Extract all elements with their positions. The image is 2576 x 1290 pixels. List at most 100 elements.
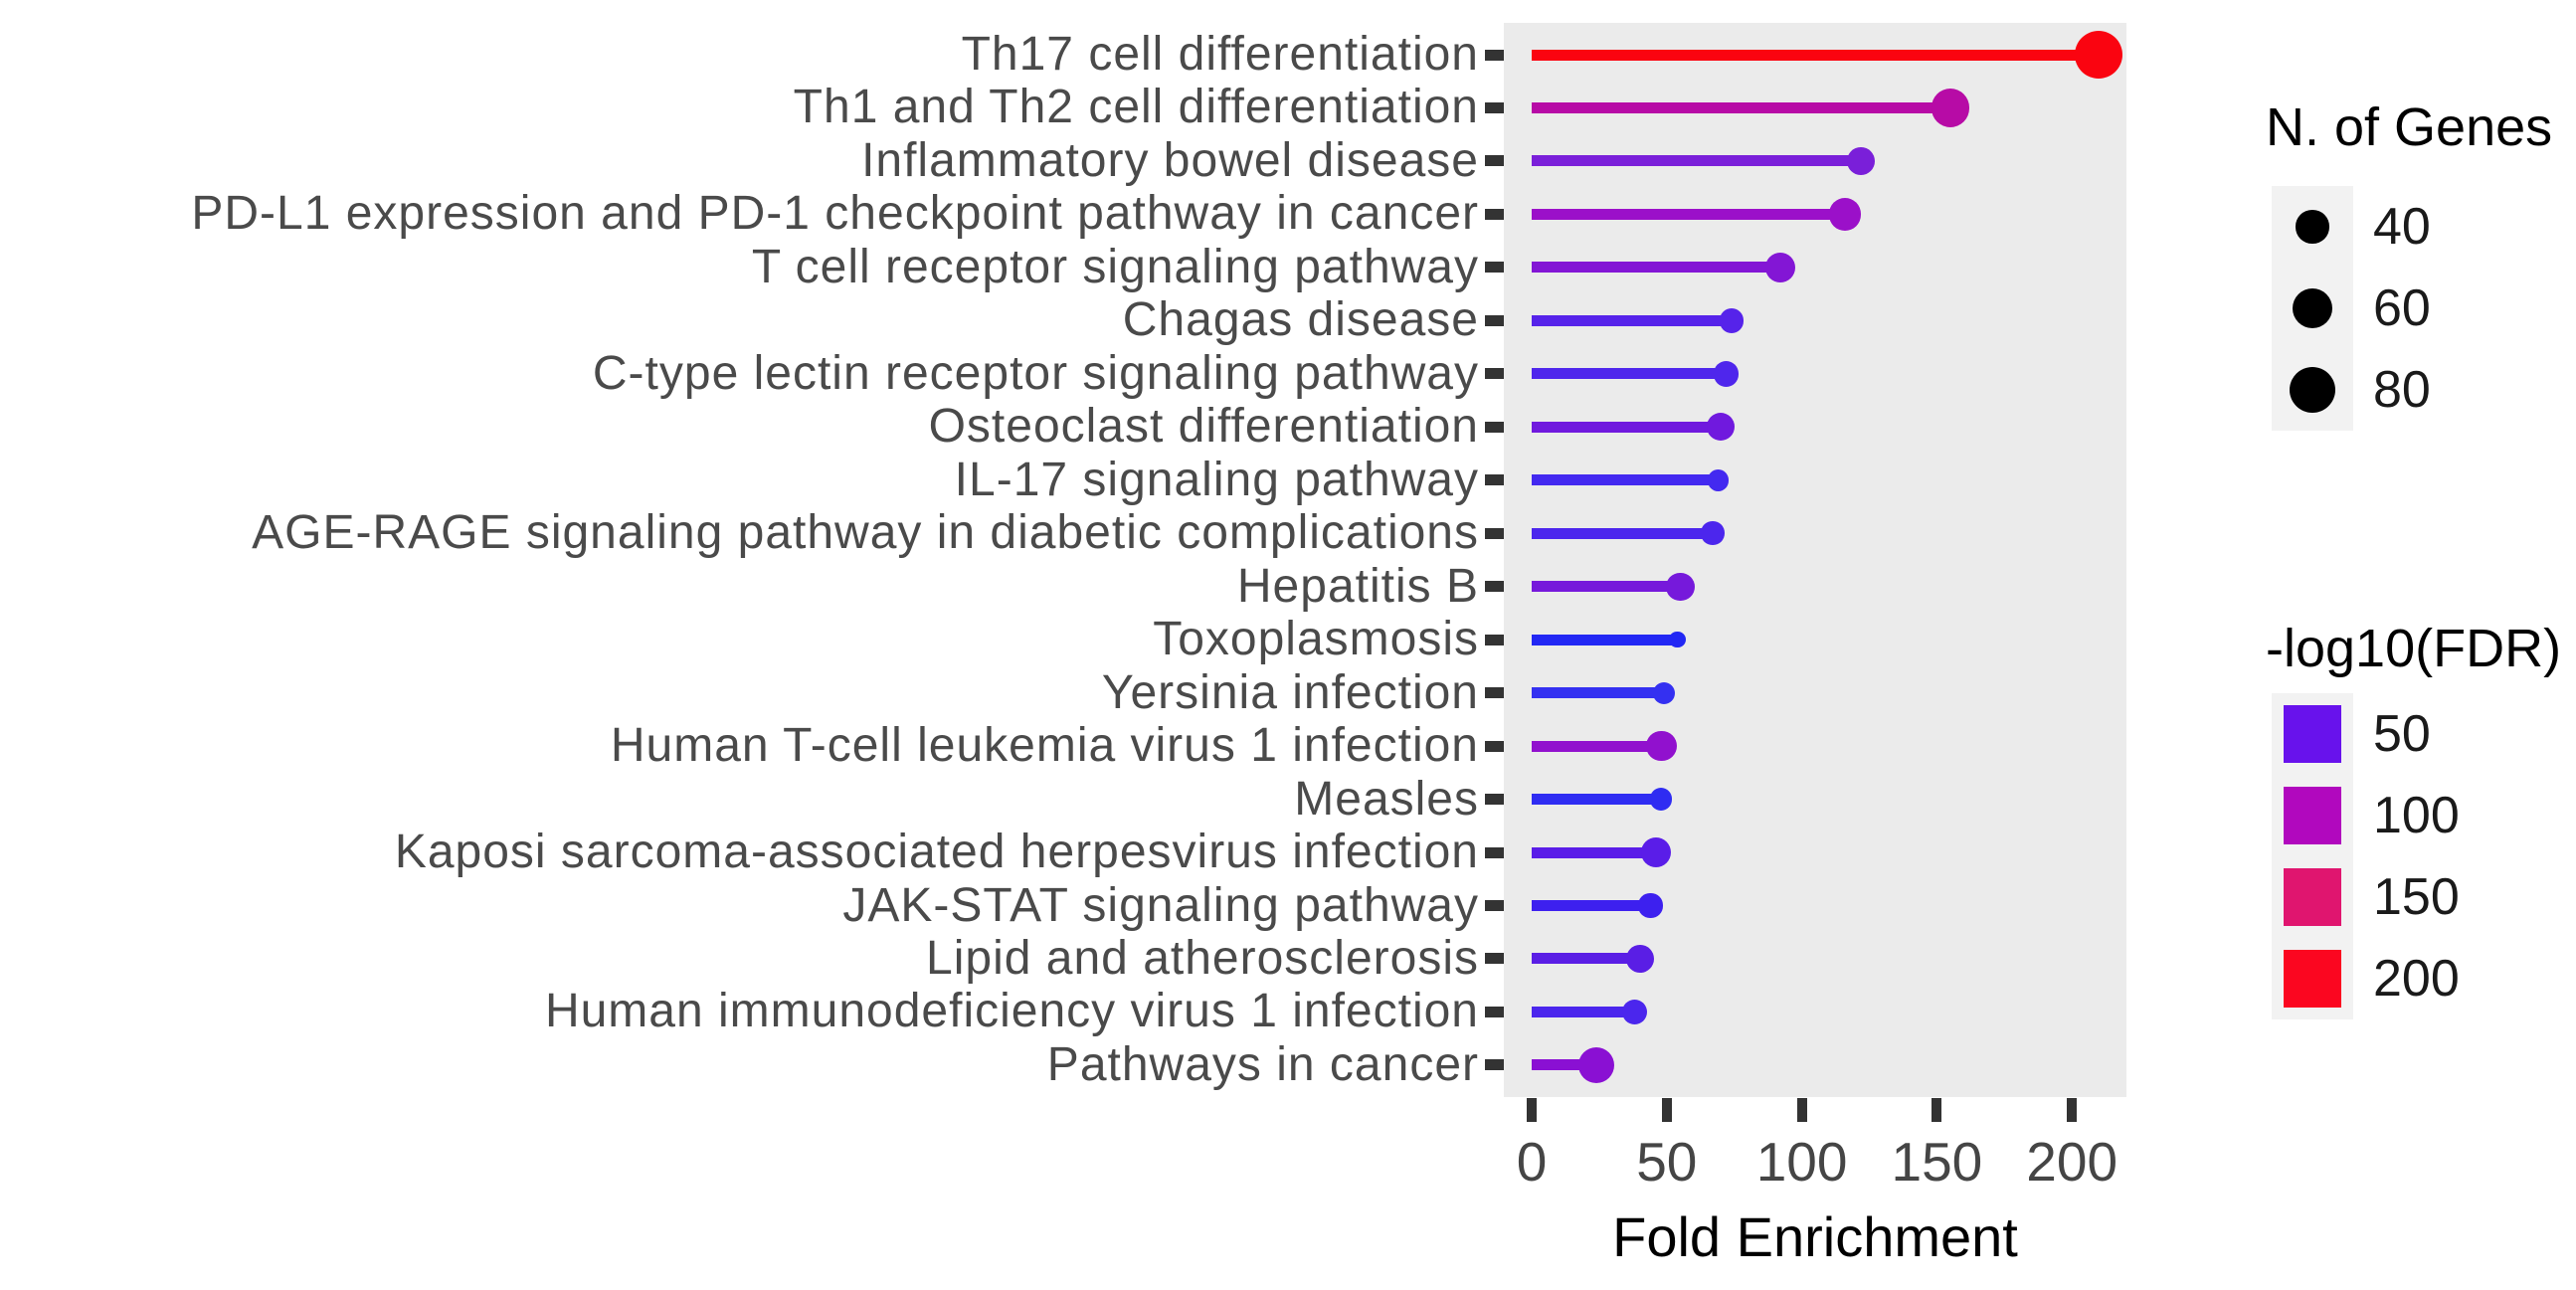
y-tick-mark — [1485, 208, 1504, 220]
y-axis-label: Human T-cell leukemia virus 1 infection — [610, 719, 1479, 773]
y-tick-mark — [1485, 581, 1504, 593]
y-axis-label: Measles — [1294, 772, 1479, 826]
lollipop-dot — [1577, 1046, 1615, 1084]
fdr-legend-label: 100 — [2373, 787, 2460, 844]
y-axis-label: Inflammatory bowel disease — [861, 133, 1479, 187]
y-tick-mark — [1485, 155, 1504, 167]
lollipop-stick — [1532, 1059, 1597, 1071]
x-axis-title: Fold Enrichment — [1612, 1205, 2018, 1268]
y-tick-mark — [1485, 527, 1504, 539]
x-tick-label: 100 — [1755, 1131, 1848, 1193]
lollipop-stick — [1532, 262, 1780, 274]
genes-legend-label: 60 — [2373, 279, 2431, 337]
lollipop-stick — [1532, 368, 1727, 380]
x-tick-label: 150 — [1891, 1131, 1983, 1193]
y-tick-mark — [1485, 900, 1504, 912]
y-tick-mark — [1485, 794, 1504, 806]
y-axis-label: JAK-STAT signaling pathway — [842, 878, 1479, 932]
y-axis-label: Toxoplasmosis — [1153, 613, 1479, 666]
lollipop-dot — [1828, 198, 1862, 231]
lollipop-stick — [1532, 687, 1665, 699]
y-axis-label: Human immunodeficiency virus 1 infection — [544, 985, 1479, 1038]
y-axis-label: Th1 and Th2 cell differentiation — [793, 81, 1479, 134]
lollipop-stick — [1532, 155, 1862, 167]
plot-panel — [1504, 23, 2126, 1097]
fdr-legend-label: 150 — [2373, 868, 2460, 926]
y-tick-mark — [1485, 740, 1504, 752]
genes-legend-label: 40 — [2373, 198, 2431, 256]
fdr-legend-label: 200 — [2373, 950, 2460, 1008]
y-tick-mark — [1485, 368, 1504, 380]
lollipop-dot — [1707, 468, 1730, 491]
y-tick-mark — [1485, 421, 1504, 433]
lollipop-dot — [1713, 360, 1740, 387]
y-axis-label: AGE-RAGE signaling pathway in diabetic c… — [252, 506, 1479, 560]
fdr-legend-title: -log10(FDR) — [2266, 619, 2562, 678]
x-tick-label: 50 — [1636, 1131, 1698, 1193]
y-tick-mark — [1485, 687, 1504, 699]
lollipop-stick — [1532, 953, 1640, 965]
fdr-legend-swatch — [2284, 787, 2341, 844]
y-axis-label: IL-17 signaling pathway — [954, 453, 1479, 506]
x-tick-mark — [1527, 1098, 1537, 1122]
y-axis-label: Kaposi sarcoma-associated herpesvirus in… — [394, 826, 1479, 879]
lollipop-dot — [1764, 252, 1796, 283]
x-tick-label: 0 — [1516, 1131, 1548, 1193]
lollipop-dot — [1652, 681, 1676, 704]
y-axis-label: Yersinia infection — [1101, 665, 1479, 719]
lollipop-stick — [1532, 634, 1678, 645]
lollipop-dot — [1621, 999, 1647, 1025]
lollipop-dot — [2075, 30, 2123, 80]
lollipop-dot — [1701, 521, 1725, 545]
lollipop-stick — [1532, 1006, 1635, 1017]
y-tick-mark — [1485, 846, 1504, 858]
x-tick-mark — [1932, 1098, 1942, 1122]
y-tick-mark — [1485, 474, 1504, 486]
y-axis-label: Th17 cell differentiation — [961, 28, 1479, 81]
lollipop-stick — [1532, 208, 1846, 220]
y-tick-mark — [1485, 1059, 1504, 1071]
y-tick-mark — [1485, 314, 1504, 326]
y-tick-mark — [1485, 1006, 1504, 1017]
x-tick-mark — [1796, 1098, 1807, 1122]
lollipop-dot — [1931, 89, 1970, 127]
lollipop-dot — [1646, 730, 1677, 762]
lollipop-stick — [1532, 900, 1651, 912]
y-tick-mark — [1485, 262, 1504, 274]
x-tick-label: 200 — [2026, 1131, 2118, 1193]
x-tick-mark — [1661, 1098, 1672, 1122]
lollipop-stick — [1532, 314, 1732, 326]
y-axis-label: Chagas disease — [1122, 293, 1479, 347]
lollipop-stick — [1532, 49, 2100, 61]
y-axis-label: Pathways in cancer — [1046, 1037, 1479, 1091]
lollipop-stick — [1532, 846, 1656, 858]
fdr-legend-label: 50 — [2373, 705, 2431, 763]
lollipop-stick — [1532, 527, 1713, 539]
lollipop-stick — [1532, 740, 1662, 752]
fdr-legend-swatch — [2284, 950, 2341, 1008]
lollipop-dot — [1706, 413, 1736, 442]
fdr-legend-swatch — [2284, 705, 2341, 763]
genes-legend-dot — [2292, 287, 2333, 329]
y-axis-label: Hepatitis B — [1236, 559, 1479, 613]
y-tick-mark — [1485, 101, 1504, 113]
x-tick-mark — [2067, 1098, 2078, 1122]
genes-legend-dot — [2296, 210, 2329, 244]
genes-legend-title: N. of Genes — [2266, 97, 2553, 157]
lollipop-dot — [1625, 945, 1654, 973]
lollipop-dot — [1640, 836, 1671, 868]
genes-legend-dot — [2289, 366, 2336, 414]
lollipop-stick — [1532, 474, 1719, 486]
lollipop-dot — [1847, 147, 1876, 175]
lollipop-dot — [1638, 893, 1663, 918]
genes-legend-label: 80 — [2373, 361, 2431, 419]
lollipop-stick — [1532, 581, 1681, 593]
y-axis-label: Osteoclast differentiation — [928, 400, 1479, 454]
y-tick-mark — [1485, 49, 1504, 61]
y-axis-label: T cell receptor signaling pathway — [751, 240, 1479, 293]
y-tick-mark — [1485, 953, 1504, 965]
lollipop-dot — [1669, 631, 1686, 648]
lollipop-stick — [1532, 101, 1950, 113]
lollipop-stick — [1532, 794, 1662, 806]
